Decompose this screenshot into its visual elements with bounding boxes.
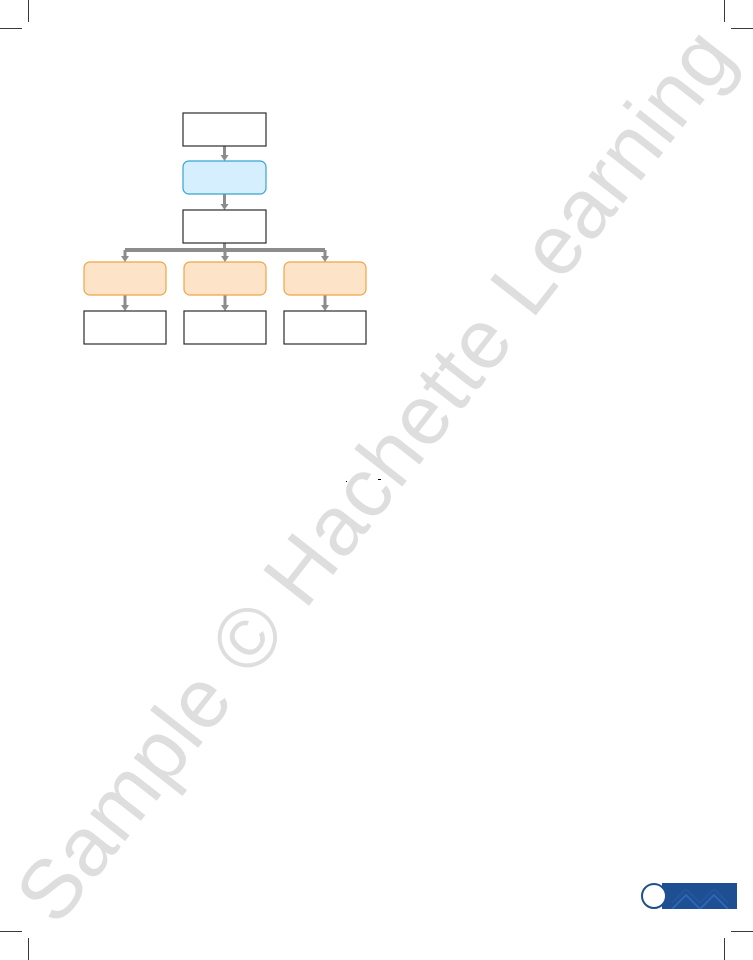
node-process — [182, 160, 267, 195]
arrow-head — [220, 204, 229, 210]
arrow-head — [121, 256, 129, 262]
arrow-head — [221, 256, 229, 262]
node-branch-right — [283, 261, 367, 296]
node-box — [182, 112, 267, 147]
node-box — [183, 261, 267, 296]
page-number-circle — [641, 883, 667, 909]
flowchart-connectors — [121, 146, 329, 311]
node-box — [283, 261, 367, 296]
stray-mark — [346, 481, 347, 482]
node-branch-left — [83, 261, 167, 296]
crop-mark-top-right — [724, 0, 725, 22]
node-box — [182, 160, 267, 195]
node-box — [283, 310, 367, 345]
arrow-head — [121, 305, 129, 311]
crop-mark-top-left — [28, 0, 29, 22]
crop-mark-bottom-left — [28, 938, 29, 960]
crop-mark-bottom-left-h — [0, 931, 22, 932]
flowchart-nodes — [83, 112, 367, 345]
node-top — [182, 112, 267, 147]
page-number-tab — [662, 883, 737, 909]
crop-mark-bottom-right — [724, 938, 725, 960]
crop-mark-bottom-right-h — [731, 931, 753, 932]
stray-mark — [378, 479, 381, 480]
node-branch-center — [183, 261, 267, 296]
node-result-right — [283, 310, 367, 345]
node-middle — [182, 209, 267, 244]
crop-mark-top-left-h — [0, 28, 22, 29]
arrow-head — [221, 305, 229, 311]
chevron-pattern-icon — [671, 887, 729, 909]
node-result-left — [83, 310, 167, 345]
node-box — [83, 310, 167, 345]
node-result-center — [183, 310, 267, 345]
arrow-head — [321, 305, 329, 311]
arrow-head — [321, 256, 329, 262]
node-box — [83, 261, 167, 296]
crop-mark-top-right-h — [731, 28, 753, 29]
node-box — [183, 310, 267, 345]
arrow-head — [220, 155, 229, 161]
node-box — [182, 209, 267, 244]
